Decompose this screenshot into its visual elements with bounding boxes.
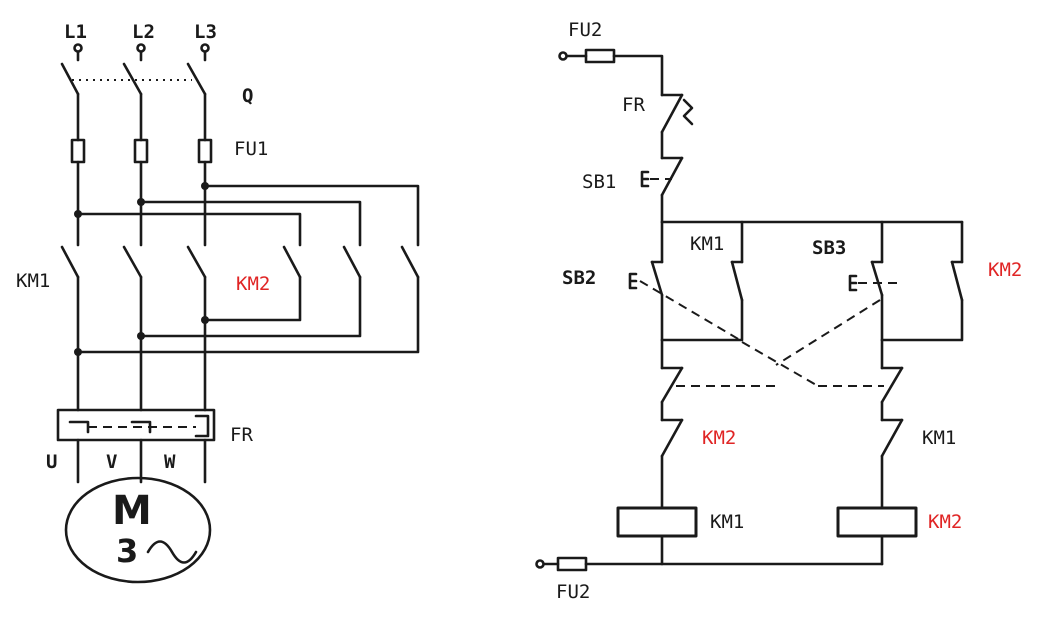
forward-button-sb2-label: SB2 (562, 267, 596, 289)
motor: M 3 (64, 476, 212, 584)
interlock-km2-label: KM2 (702, 427, 736, 449)
phase-l3-label: L3 (194, 21, 217, 43)
km2-hold-contact-label: KM2 (988, 259, 1022, 281)
km2-supply-taps (74, 182, 420, 247)
interlock-km1-label: KM1 (922, 427, 956, 449)
reverse-button-sb3-label: SB3 (812, 237, 846, 259)
switch-q-label: Q (242, 85, 253, 107)
fuse-fu2-bottom-label: FU2 (556, 581, 590, 603)
fuses-fu1 (70, 138, 213, 247)
overload-relay-fr (56, 408, 216, 484)
km1-hold-contact-label: KM1 (690, 233, 724, 255)
fuse-fu1-label: FU1 (234, 138, 268, 160)
stop-button-sb1-label: SB1 (582, 171, 616, 193)
motor-symbol: M (112, 488, 152, 534)
coil-km2 (836, 506, 918, 566)
stop-button-sb1[interactable] (640, 156, 684, 224)
fr-contact-label: FR (622, 94, 645, 116)
main-switch-q (60, 62, 207, 142)
km2-main-label: KM2 (236, 273, 270, 295)
terminal-u-label: U (46, 451, 57, 473)
phase-l1-label: L1 (64, 21, 87, 43)
km1-main-contacts (60, 245, 207, 412)
control-circuit: FU2 FR SB1 (535, 19, 1022, 603)
power-circuit: L1 L2 L3 Q (16, 21, 420, 584)
reverse-start-branch (848, 220, 964, 342)
km2-main-contacts (74, 245, 420, 356)
motor-phases: 3 (116, 532, 138, 570)
coil-km1 (616, 506, 698, 566)
overload-fr-label: FR (230, 424, 253, 446)
mechanical-interlock (676, 299, 884, 387)
fuse-fu2-bottom (535, 556, 884, 572)
fuse-fu2-top-label: FU2 (568, 19, 602, 41)
km1-main-label: KM1 (16, 270, 50, 292)
fr-nc-contact (660, 93, 694, 160)
supply-terminals (73, 43, 210, 62)
phase-l2-label: L2 (132, 21, 155, 43)
terminal-w-label: W (164, 451, 176, 473)
terminal-v-label: V (106, 451, 117, 473)
right-interlock-contacts (880, 338, 904, 510)
ac-symbol (146, 540, 198, 564)
coil-km2-label: KM2 (928, 511, 962, 533)
fuse-fu2-top (558, 48, 664, 97)
left-interlock-contacts (660, 338, 684, 510)
coil-km1-label: KM1 (710, 511, 744, 533)
forward-start-branch (628, 220, 744, 342)
